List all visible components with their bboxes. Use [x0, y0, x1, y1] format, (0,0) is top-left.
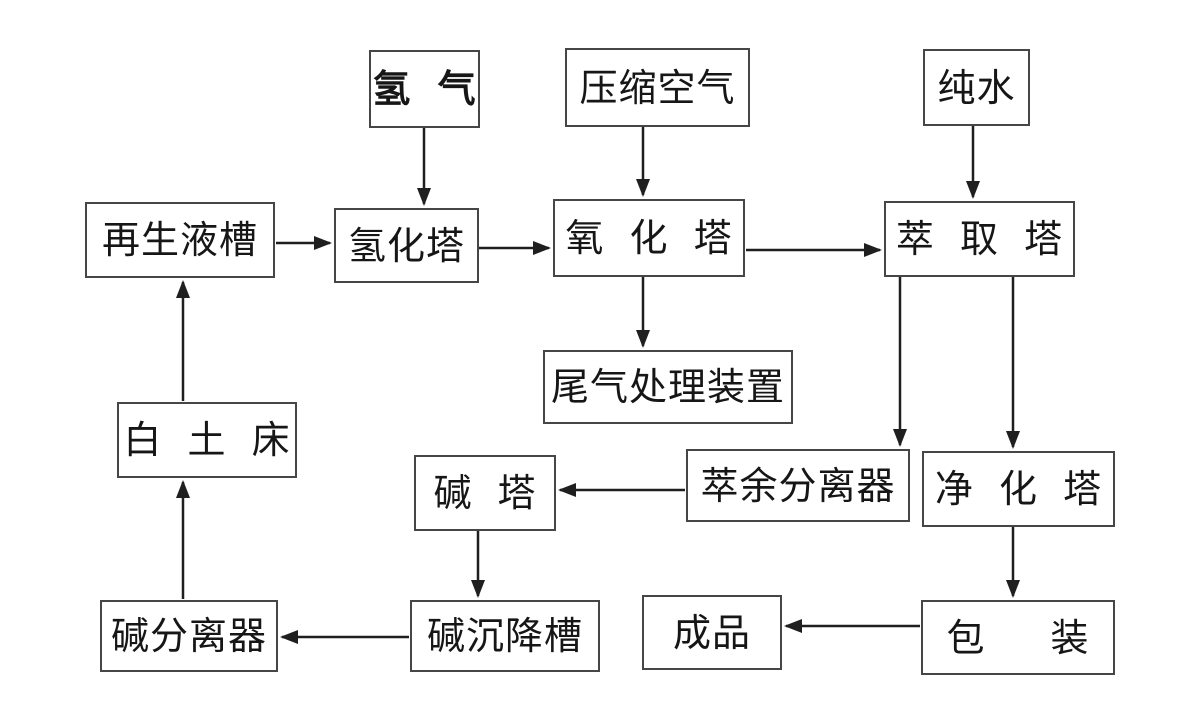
node-compressed-air: 压缩空气 — [565, 48, 750, 127]
node-finished-product: 成品 — [642, 595, 782, 670]
node-hydrogen-gas: 氢 气 — [369, 50, 480, 128]
node-oxidation-tower: 氧 化 塔 — [553, 199, 745, 277]
node-alkali-separator: 碱分离器 — [100, 600, 278, 672]
node-alkali-settling-tank: 碱沉降槽 — [410, 600, 600, 672]
node-alkali-tower: 碱 塔 — [414, 455, 556, 531]
node-regeneration-liquid-tank: 再生液槽 — [85, 202, 275, 278]
node-tail-gas-treatment-unit: 尾气处理装置 — [543, 350, 793, 424]
node-pure-water: 纯水 — [923, 49, 1030, 126]
node-hydrogenation-tower: 氢化塔 — [334, 208, 479, 283]
node-white-clay-bed: 白 土 床 — [117, 402, 297, 478]
node-extraction-tower: 萃 取 塔 — [884, 201, 1075, 277]
node-purification-tower: 净 化 塔 — [922, 451, 1115, 527]
node-raffinate-separator: 萃余分离器 — [686, 449, 910, 522]
node-packaging: 包 装 — [921, 600, 1115, 675]
